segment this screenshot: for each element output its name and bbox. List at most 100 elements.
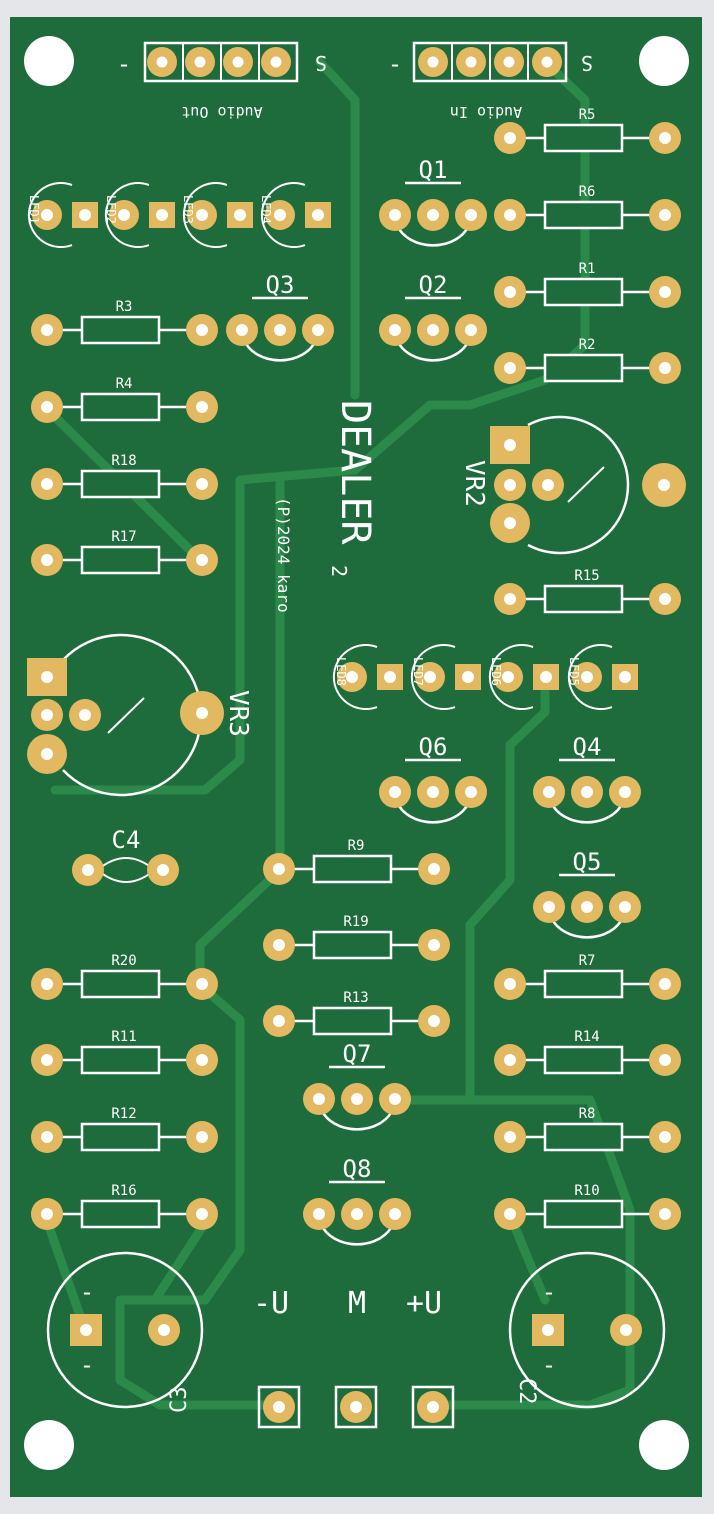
- power-connector: -U M +U: [253, 1286, 455, 1429]
- drill: [504, 479, 516, 491]
- drill: [581, 671, 593, 683]
- drill: [659, 1054, 671, 1066]
- minus-label: -: [388, 50, 402, 78]
- cap-outline: [508, 1251, 666, 1409]
- transistor-q6: Q6: [379, 733, 487, 824]
- led-led4: LED4: [259, 182, 331, 248]
- drill: [503, 56, 515, 68]
- drill: [41, 748, 53, 760]
- led-led5: LED5: [567, 644, 638, 710]
- resistor-body: [80, 315, 161, 345]
- resistor-r10: R10: [494, 1183, 681, 1230]
- drill: [41, 978, 53, 990]
- transistor-q4: Q4: [533, 733, 641, 824]
- drill: [504, 439, 516, 451]
- vr2-label: VR2: [459, 460, 489, 507]
- potentiometer-vr3: VR3: [27, 633, 253, 797]
- drill: [156, 209, 168, 221]
- led-label: LED6: [489, 657, 503, 686]
- audio-in-label: Audio In: [450, 103, 522, 121]
- drill: [313, 1208, 325, 1220]
- drill: [384, 671, 396, 683]
- pot-wiper-mark: [567, 466, 605, 503]
- trace: [428, 1095, 635, 1410]
- title-name: DEALER: [332, 400, 378, 545]
- drill: [427, 209, 439, 221]
- drill: [196, 401, 208, 413]
- drill: [504, 132, 516, 144]
- resistor-label: R11: [111, 1029, 136, 1045]
- transistor-outline: [395, 801, 471, 824]
- drill: [41, 1131, 53, 1143]
- resistor-r7: R7: [494, 953, 681, 1000]
- drill: [427, 56, 439, 68]
- drill: [659, 593, 671, 605]
- drill: [659, 1208, 671, 1220]
- drill: [79, 209, 91, 221]
- transistor-label: Q3: [266, 271, 295, 299]
- resistor-body: [543, 1199, 624, 1229]
- drill: [504, 978, 516, 990]
- resistor-label: R9: [348, 838, 365, 854]
- drill: [462, 671, 474, 683]
- drill: [543, 786, 555, 798]
- drill: [118, 209, 130, 221]
- capacitor-c3: - - C3: [46, 1251, 204, 1414]
- drill: [389, 209, 401, 221]
- resistor-r12: R12: [31, 1106, 218, 1153]
- trace: [40, 1210, 90, 1335]
- resistor-r15: R15: [494, 568, 681, 615]
- minus-label: -: [117, 50, 131, 78]
- resistor-label: R6: [579, 184, 596, 200]
- drill: [659, 1131, 671, 1143]
- resistor-body: [543, 969, 624, 999]
- audio-out-connector: - S Audio Out: [117, 41, 327, 121]
- drill: [428, 939, 440, 951]
- drill: [659, 132, 671, 144]
- drill: [41, 209, 53, 221]
- resistor-r1: R1: [494, 261, 681, 308]
- transistor-q3: Q3: [226, 271, 334, 362]
- drill: [273, 939, 285, 951]
- drill: [270, 56, 282, 68]
- led-label: LED3: [181, 195, 195, 224]
- resistor-label: R19: [343, 914, 368, 930]
- drill: [581, 786, 593, 798]
- drill: [156, 56, 168, 68]
- drill: [427, 1401, 439, 1413]
- drill: [465, 209, 477, 221]
- resistor-body: [543, 584, 624, 614]
- c3-minus-bottom: -: [80, 1351, 94, 1379]
- resistor-r14: R14: [494, 1029, 681, 1076]
- drill: [313, 1093, 325, 1105]
- drill: [427, 324, 439, 336]
- resistor-body: [312, 854, 393, 884]
- led-led6: LED6: [488, 644, 559, 710]
- drill: [619, 671, 631, 683]
- drill: [543, 901, 555, 913]
- drill: [465, 324, 477, 336]
- drill: [465, 786, 477, 798]
- transistor-label: Q6: [419, 733, 448, 761]
- trace: [50, 57, 590, 795]
- resistor-body: [80, 1199, 161, 1229]
- drill: [196, 554, 208, 566]
- led-outline: [488, 644, 534, 710]
- transistor-label: Q7: [343, 1040, 372, 1068]
- led-outline: [260, 182, 306, 248]
- resistor-body: [80, 545, 161, 575]
- led-led1: LED1: [27, 182, 98, 248]
- drill: [80, 1324, 92, 1336]
- audio-out-label: Audio Out: [181, 103, 262, 121]
- drill: [504, 1131, 516, 1143]
- drill: [312, 209, 324, 221]
- drill: [428, 863, 440, 875]
- resistor-label: R1: [579, 261, 596, 277]
- c4-label: C4: [112, 826, 141, 854]
- drill: [196, 978, 208, 990]
- resistor-label: R20: [111, 953, 136, 969]
- led-outline: [332, 644, 378, 710]
- transistor-outline: [549, 916, 625, 939]
- resistor-label: R4: [116, 376, 133, 392]
- c3-label: C3: [167, 1387, 192, 1414]
